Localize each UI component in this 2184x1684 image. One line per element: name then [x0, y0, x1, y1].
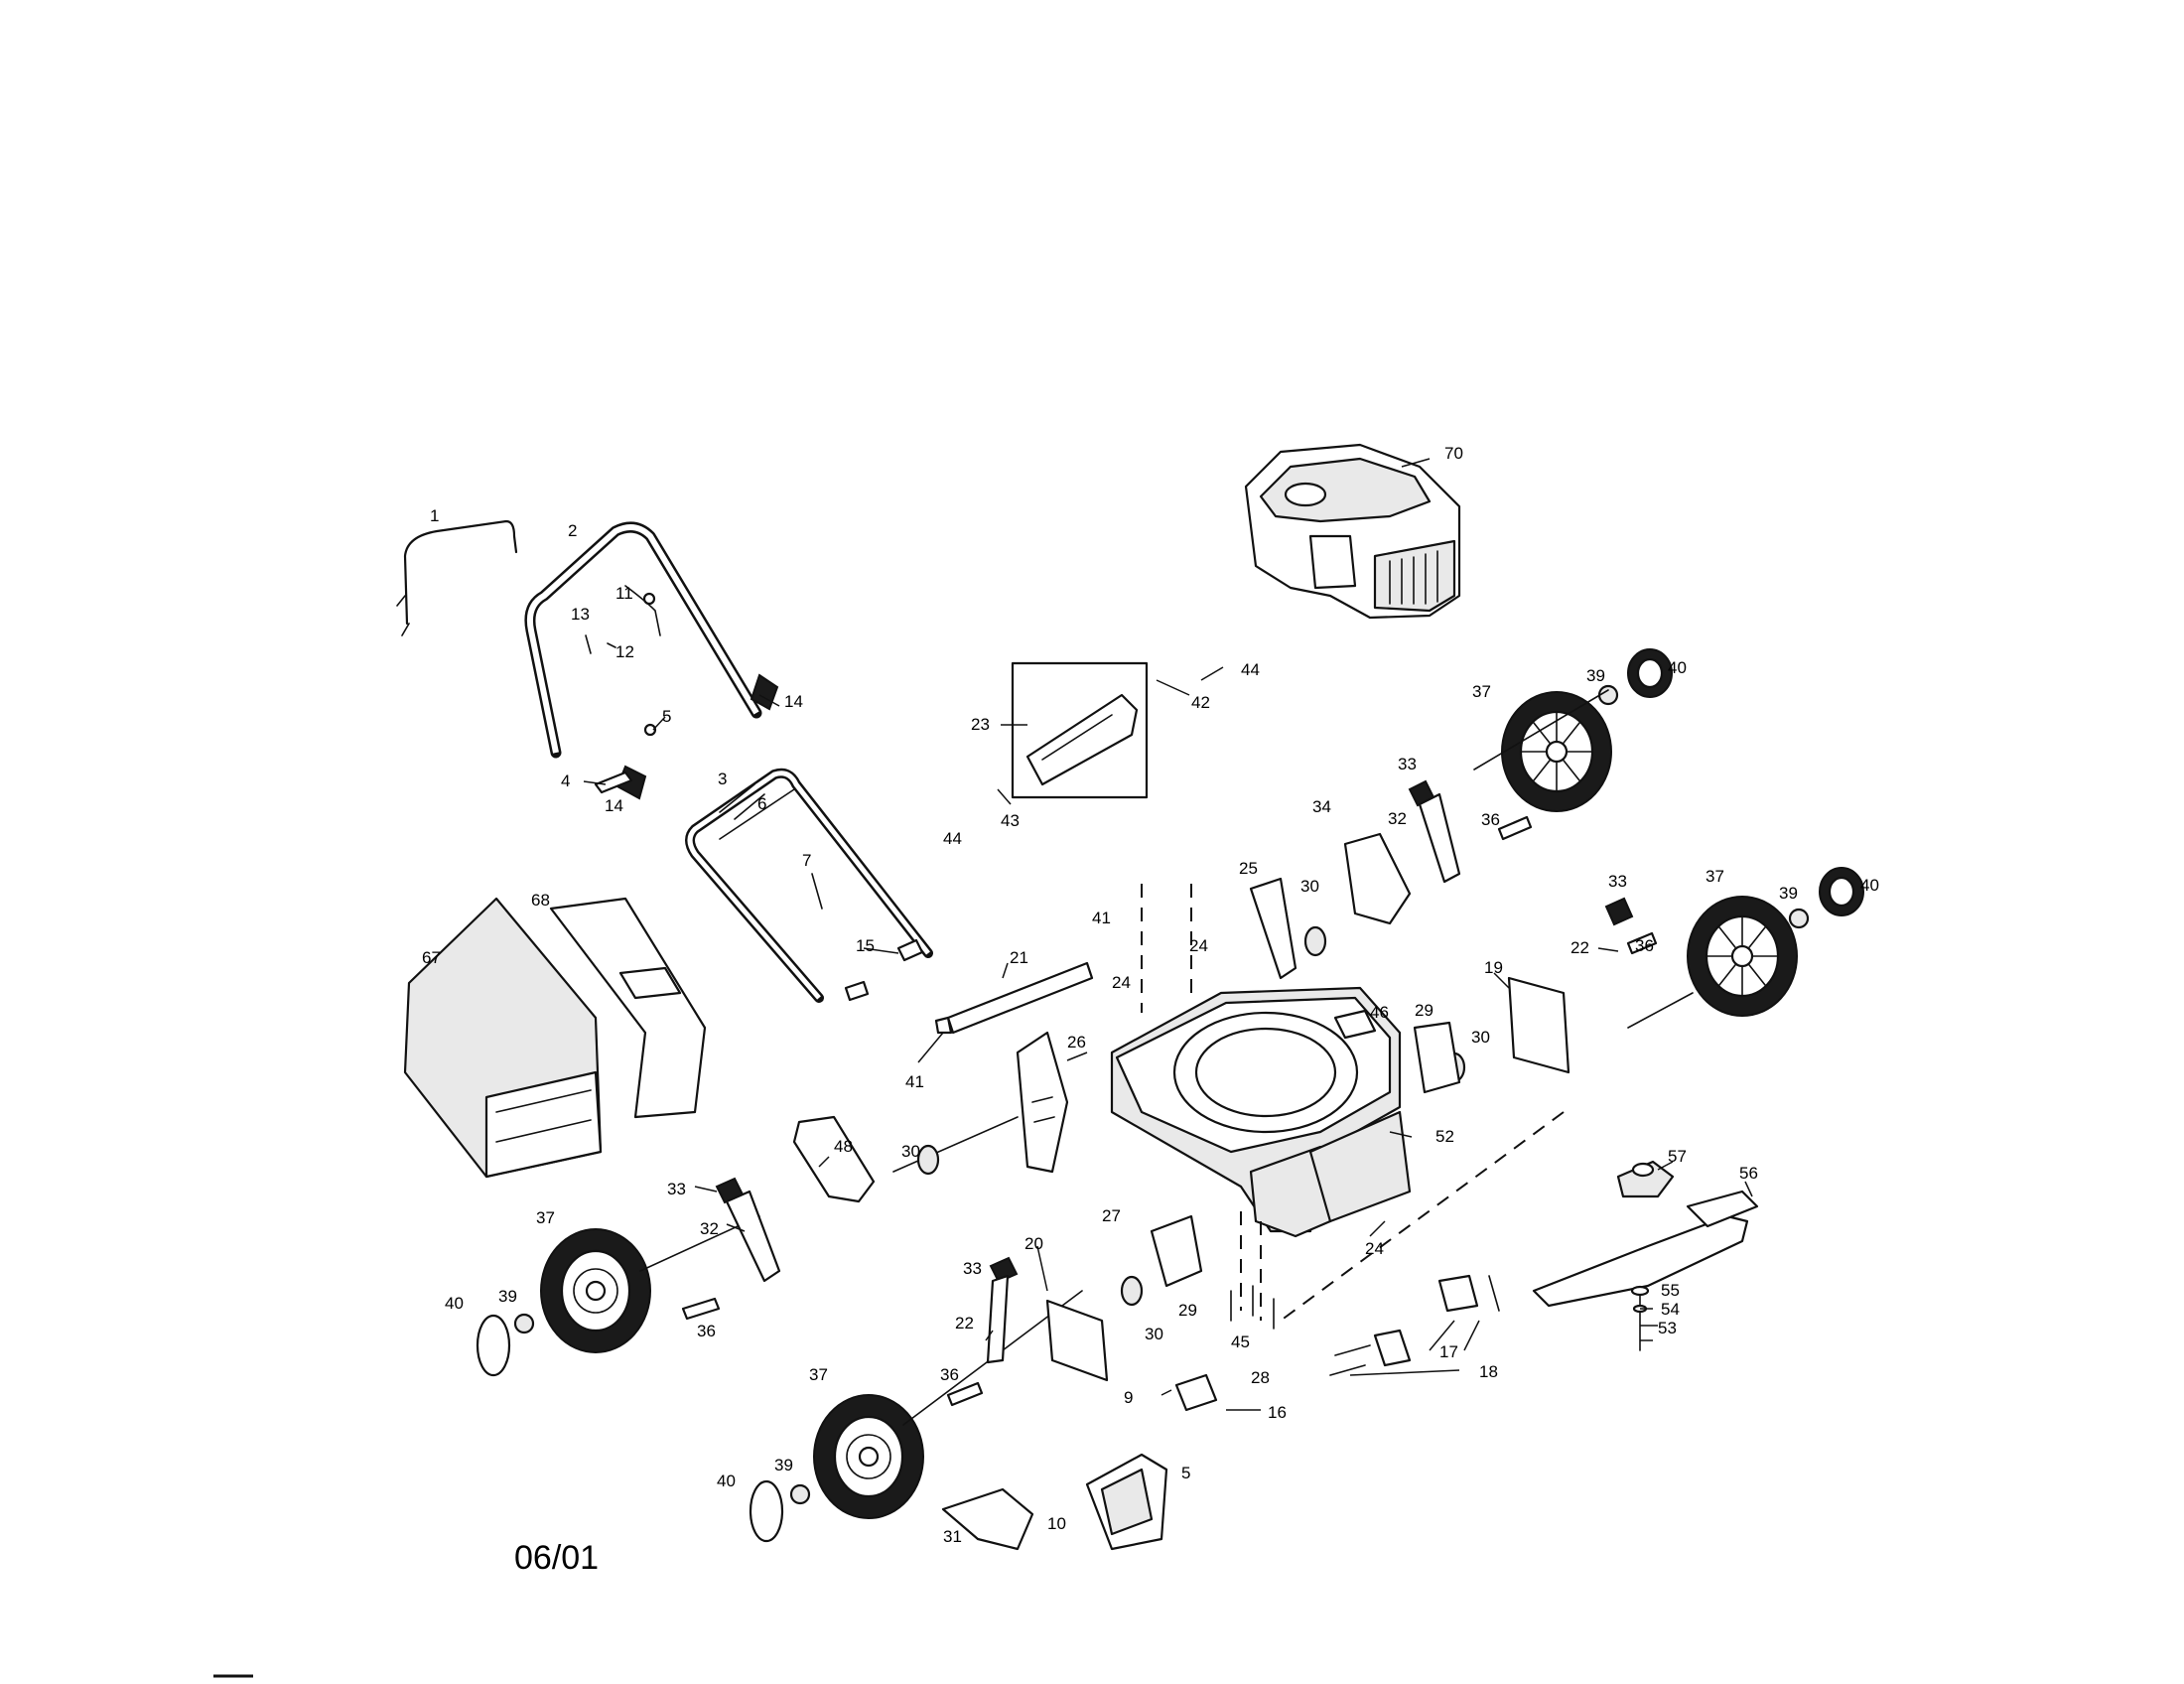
callout-48: 48 — [834, 1137, 853, 1156]
callout-13: 13 — [571, 605, 590, 624]
callout-28: 28 — [1251, 1368, 1270, 1387]
wheel-rear-far — [1687, 867, 1864, 1017]
callout-6: 6 — [757, 794, 766, 813]
callout-11: 11 — [615, 584, 633, 603]
callout-40b: 40 — [1860, 876, 1879, 895]
callout-33d: 33 — [1608, 872, 1627, 891]
callout-30c: 30 — [901, 1142, 920, 1161]
callout-33c: 33 — [1398, 755, 1417, 773]
callout-40: 40 — [1668, 658, 1687, 677]
blade-assembly — [1532, 1160, 1759, 1351]
callout-67: 67 — [422, 948, 441, 967]
callout-34: 34 — [1312, 797, 1331, 816]
callout-52: 52 — [1435, 1127, 1454, 1146]
callout-29: 29 — [1415, 1001, 1433, 1020]
handle-parts — [396, 519, 933, 1003]
callout-37b: 37 — [1706, 867, 1724, 886]
axle-and-adjusters — [934, 877, 1297, 1174]
callout-9: 9 — [1124, 1388, 1133, 1407]
callout-18: 18 — [1479, 1362, 1498, 1381]
callout-labels: 1 2 3 4 5 5 6 7 9 10 11 12 13 14 14 15 1… — [422, 444, 1879, 1546]
wheel-rear-right — [1501, 648, 1673, 812]
callout-12: 12 — [615, 642, 634, 661]
callout-24: 24 — [1189, 936, 1208, 955]
engine — [1244, 443, 1461, 620]
callout-24c: 24 — [1365, 1239, 1384, 1258]
callout-24b: 24 — [1112, 973, 1131, 992]
grass-bag — [403, 897, 707, 1179]
callout-33: 33 — [667, 1180, 686, 1198]
callout-40d: 40 — [717, 1472, 736, 1490]
callout-30d: 30 — [1145, 1325, 1163, 1343]
callout-30: 30 — [1300, 877, 1319, 896]
callout-14: 14 — [784, 692, 803, 711]
callout-5b: 5 — [1181, 1464, 1190, 1482]
callout-21: 21 — [1010, 948, 1028, 967]
callout-23: 23 — [971, 715, 990, 734]
callout-45: 45 — [1231, 1333, 1250, 1351]
callout-2: 2 — [568, 521, 577, 540]
callout-57: 57 — [1668, 1147, 1687, 1166]
callout-37: 37 — [1472, 682, 1491, 701]
callout-68: 68 — [531, 891, 550, 910]
brackets-and-springs — [681, 779, 1658, 1551]
wheel-front-near — [749, 1394, 924, 1543]
callout-7: 7 — [802, 851, 811, 870]
callout-37d: 37 — [809, 1365, 828, 1384]
callout-39d: 39 — [774, 1456, 793, 1474]
wheel-front-left — [476, 1228, 651, 1377]
leader-lines — [583, 458, 1753, 1411]
callout-43: 43 — [1001, 811, 1020, 830]
deflector-box — [1011, 661, 1149, 799]
date-code: 06/01 — [514, 1539, 599, 1577]
callout-29b: 29 — [1178, 1301, 1197, 1320]
callout-44b: 44 — [943, 829, 962, 848]
callout-40c: 40 — [445, 1294, 464, 1313]
callout-32b: 32 — [1388, 809, 1407, 828]
callout-15: 15 — [856, 936, 875, 955]
callout-17: 17 — [1439, 1342, 1458, 1361]
callout-53: 53 — [1658, 1319, 1677, 1337]
callout-41b: 41 — [905, 1072, 924, 1091]
callout-22b: 22 — [1570, 938, 1589, 957]
callout-25: 25 — [1239, 859, 1258, 878]
callout-27: 27 — [1102, 1206, 1121, 1225]
callout-39: 39 — [1586, 666, 1605, 685]
callout-14b: 14 — [605, 796, 623, 815]
callout-41: 41 — [1092, 909, 1111, 927]
callout-16: 16 — [1268, 1403, 1287, 1422]
callout-42: 42 — [1191, 693, 1210, 712]
callout-44: 44 — [1241, 660, 1260, 679]
callout-36d: 36 — [1635, 936, 1654, 955]
callout-39b: 39 — [1779, 884, 1798, 903]
callout-1: 1 — [430, 506, 439, 525]
callout-55: 55 — [1661, 1281, 1680, 1300]
callout-22: 22 — [955, 1314, 974, 1333]
callout-39c: 39 — [498, 1287, 517, 1306]
callout-33b: 33 — [963, 1259, 982, 1278]
callout-20: 20 — [1024, 1234, 1043, 1253]
callout-54: 54 — [1661, 1300, 1680, 1319]
callout-10: 10 — [1047, 1514, 1066, 1533]
callout-37c: 37 — [536, 1208, 555, 1227]
callout-36: 36 — [697, 1322, 716, 1340]
callout-70: 70 — [1444, 444, 1463, 463]
callout-36b: 36 — [940, 1365, 959, 1384]
callout-30b: 30 — [1471, 1028, 1490, 1047]
callout-36c: 36 — [1481, 810, 1500, 829]
callout-26: 26 — [1067, 1033, 1086, 1052]
callout-5: 5 — [662, 707, 671, 726]
callout-4: 4 — [561, 772, 570, 790]
callout-19: 19 — [1484, 958, 1503, 977]
callout-46: 46 — [1370, 1003, 1389, 1022]
mower-deck — [1110, 884, 1565, 1322]
callout-3: 3 — [718, 770, 727, 788]
callout-32: 32 — [700, 1219, 719, 1238]
callout-56: 56 — [1739, 1164, 1758, 1183]
callout-31: 31 — [943, 1527, 962, 1546]
